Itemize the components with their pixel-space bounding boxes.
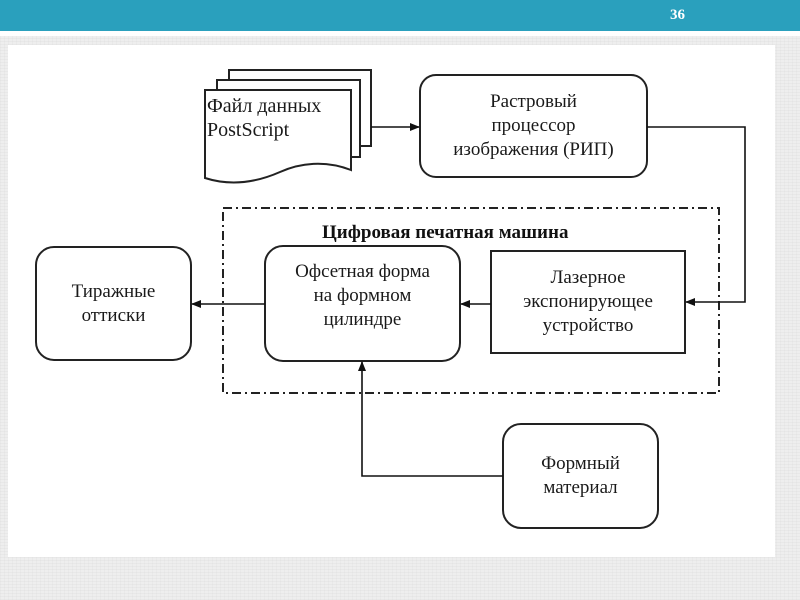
postscript-file-label: Файл данных PostScript [207,95,322,141]
edge-rip-to-laser [647,126,746,306]
laser-device-node [490,250,686,354]
group-frame-digital-press [222,207,720,394]
rip-label: Растровый процессор изображения (РИП) [453,91,614,160]
document-sheet-front [204,89,352,184]
laser-device-label: Лазерное экспонирующее устройство [523,267,653,336]
edge-material-to-offset [358,361,503,477]
slide-header-bar [0,0,800,31]
header-divider [0,31,800,36]
plate-material-label: Формный материал [541,453,620,498]
rip-node [419,74,648,178]
postscript-file-node [204,69,372,184]
offset-plate-label: Офсетная форма на формном цилиндре [295,261,430,330]
slide-number: 36 [670,7,685,23]
prints-label: Тиражные оттиски [71,280,156,326]
group-title: Цифровая печатная машина [322,222,569,243]
